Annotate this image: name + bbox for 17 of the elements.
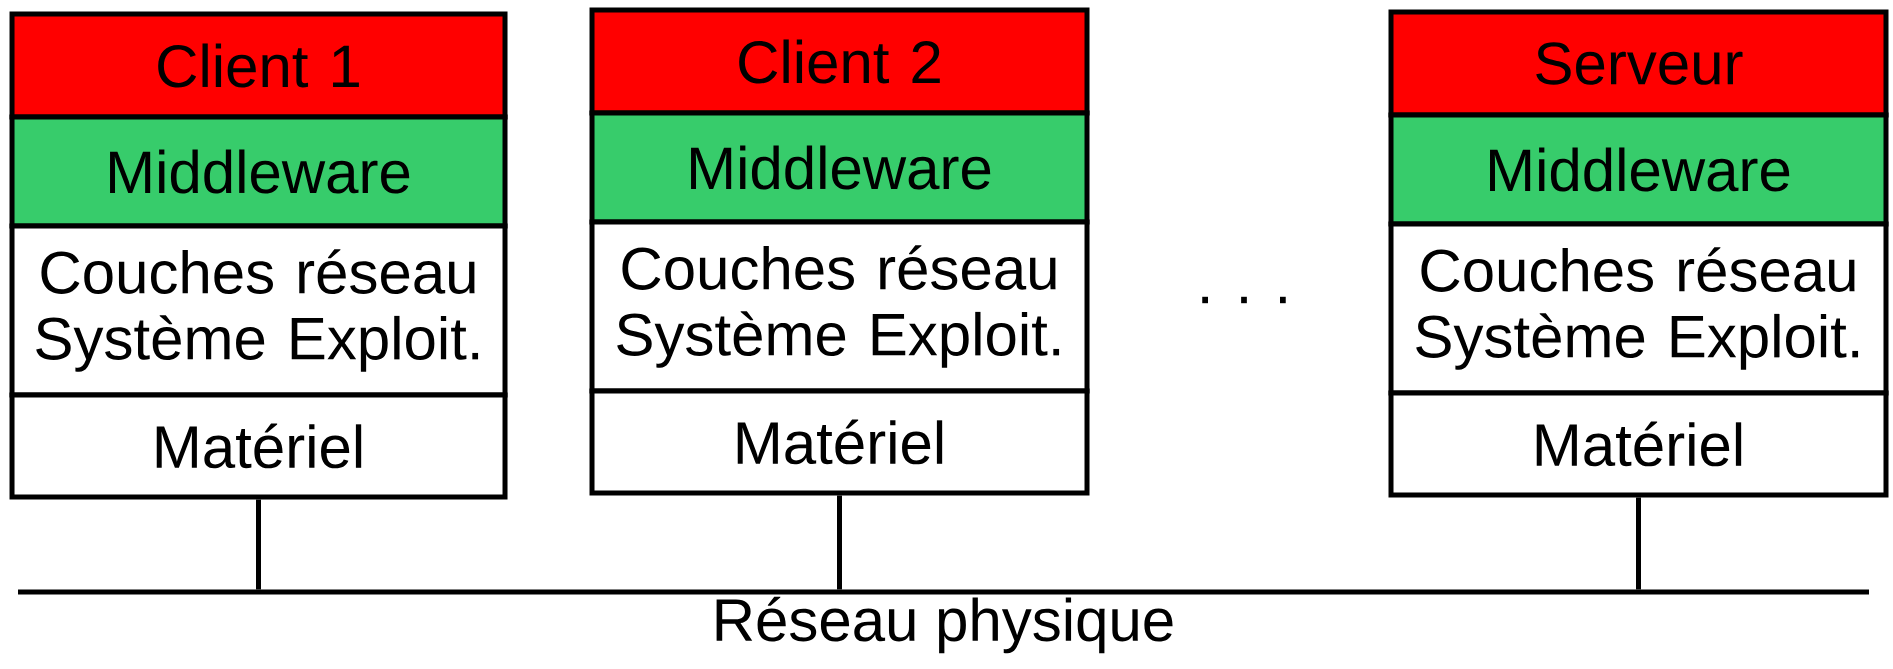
connector-line [256,499,261,590]
connector-line [1636,497,1641,590]
network-bus: Réseau physique [15,589,1872,654]
connector-line [837,495,842,590]
application-box: Client 1 [9,11,508,120]
layer-box: Couches réseau Système Exploit. [1388,221,1889,396]
hardware-box: Matériel [589,388,1090,496]
ellipsis: . . . [1202,296,1286,304]
middleware-box: Middleware [9,114,508,229]
application-box: Serveur [1388,9,1889,118]
middleware-box: Middleware [1388,112,1889,227]
layer-box: Couches réseau Système Exploit. [9,223,508,398]
hardware-box: Matériel [9,392,508,500]
hardware-box: Matériel [1388,390,1889,498]
application-box: Client 2 [589,7,1090,116]
layer-box: Couches réseau Système Exploit. [589,219,1090,394]
middleware-box: Middleware [589,110,1090,225]
